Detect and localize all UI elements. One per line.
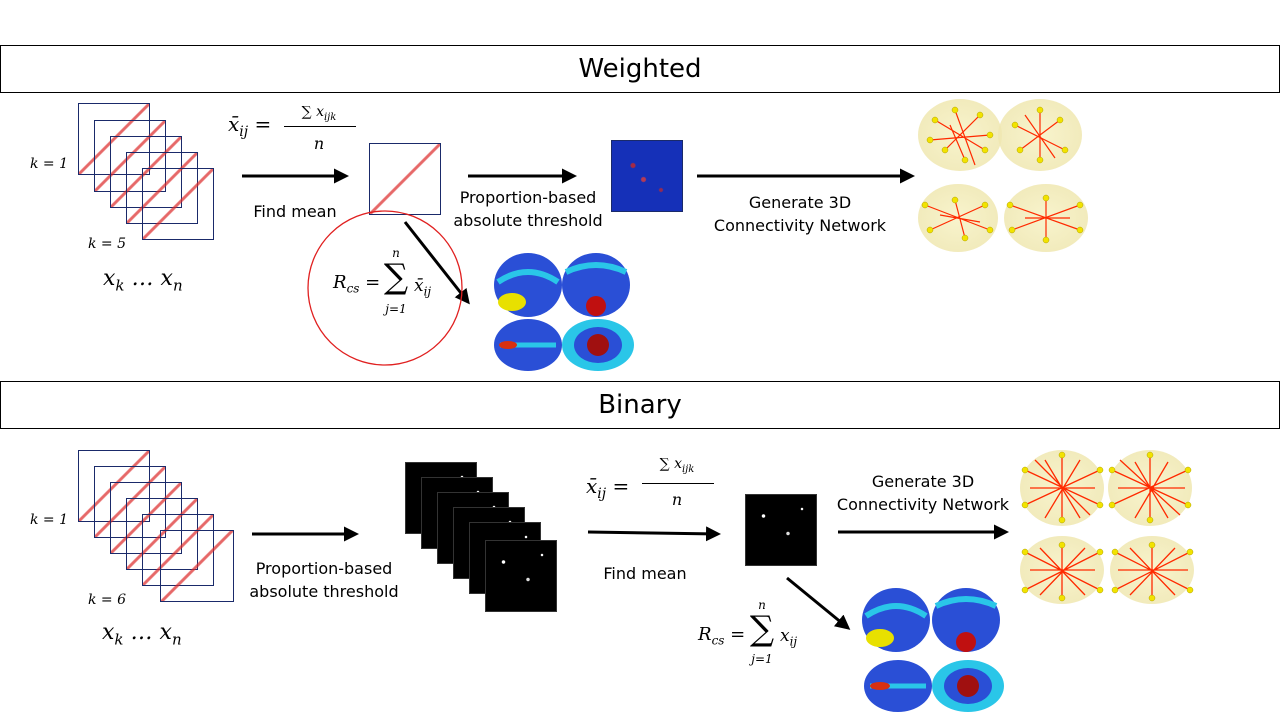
binary-rcs-lhs: Rcs = (698, 624, 746, 648)
weighted-title: Weighted (578, 54, 702, 84)
weighted-fraction-bar (284, 126, 356, 127)
arrow-weighted-rcs (403, 221, 470, 305)
binary-mean-matrix (745, 494, 817, 566)
binary-series-label: xk … xn (102, 620, 182, 649)
weighted-k-last: k = 5 (88, 236, 127, 252)
weighted-rcs-rhs: x̄ij (414, 276, 432, 299)
binary-k-first: k = 1 (30, 512, 69, 528)
weighted-threshold-matrix (611, 140, 683, 212)
weighted-series-label: xk … xn (103, 266, 183, 295)
binary-header: Binary (0, 381, 1280, 429)
binary-rcs-sigma: ∑ (749, 609, 775, 649)
binary-mean-denominator: n (671, 490, 683, 509)
binary-title: Binary (598, 390, 682, 420)
binary-mean-numerator: ∑ xijk (659, 456, 695, 475)
weighted-header: Weighted (0, 45, 1280, 93)
binary-rcs-upper: n (758, 598, 766, 612)
weighted-rcs-upper: n (392, 246, 400, 260)
binary-matrix-layer (485, 540, 557, 612)
weighted-brain-renders (494, 253, 634, 371)
binary-network-views (1020, 450, 1194, 604)
weighted-k-first: k = 1 (30, 156, 69, 172)
weighted-step-find-mean: Find mean (253, 202, 337, 221)
arrow-binary-rcs (786, 576, 851, 630)
binary-rcs-rhs: xij (780, 626, 798, 649)
arrow-binary-find-mean (587, 526, 721, 542)
weighted-rcs-lower: j=1 (385, 302, 407, 316)
binary-rcs-lower: j=1 (751, 652, 773, 666)
binary-k-last: k = 6 (88, 592, 127, 608)
binary-mean-formula: x̄ij = (586, 474, 630, 502)
matrix-layer (160, 530, 234, 602)
binary-step-find-mean: Find mean (603, 564, 687, 583)
weighted-mean-matrix (369, 143, 441, 215)
weighted-mean-denominator: n (313, 134, 325, 153)
weighted-mean-numerator: ∑ xijk (301, 104, 337, 123)
weighted-rcs-sigma: ∑ (383, 257, 409, 297)
weighted-network-views (918, 99, 1088, 252)
matrix-layer (142, 168, 214, 240)
rcs-highlight-circle (307, 210, 463, 366)
weighted-rcs-lhs: Rcs = (333, 272, 381, 296)
weighted-mean-formula: x̄ij = (228, 112, 272, 140)
binary-fraction-bar (642, 483, 714, 484)
binary-brain-renders (862, 588, 1004, 712)
